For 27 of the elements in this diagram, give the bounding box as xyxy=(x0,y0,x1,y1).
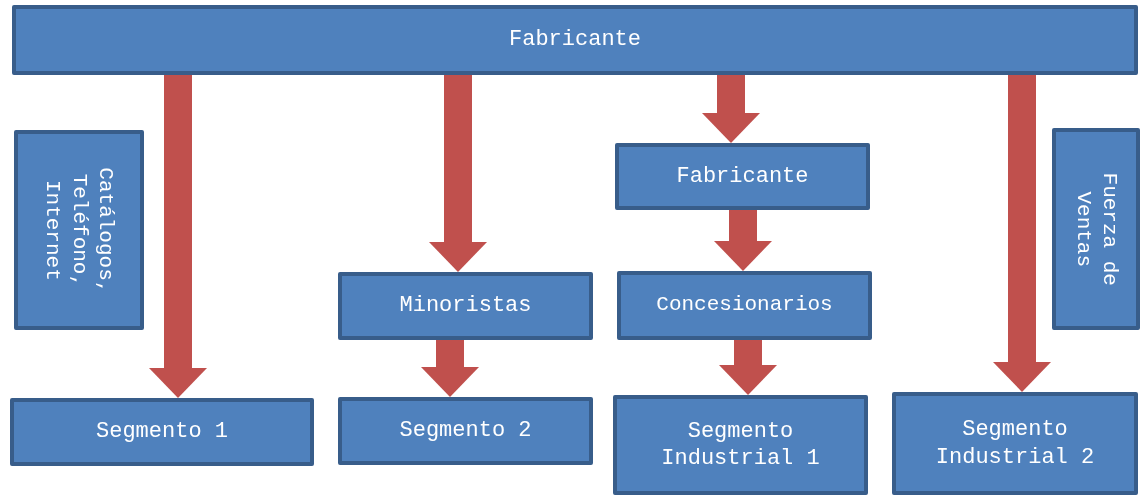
node-label: Catálogos, Teléfono, Internet xyxy=(40,166,119,295)
block-arrow xyxy=(429,75,487,272)
process-box xyxy=(613,395,868,495)
block-arrow xyxy=(702,75,760,143)
node-label: Fabricante xyxy=(509,26,641,54)
node-label: Segmento 2 xyxy=(399,417,532,445)
node-label: Segmento Industrial 1 xyxy=(660,417,821,473)
node-label: Fabricante xyxy=(676,162,809,191)
node-label: Minoristas xyxy=(399,292,532,320)
node-label: Concesionarios xyxy=(656,292,833,319)
node-label: Segmento 1 xyxy=(96,418,228,446)
block-arrow xyxy=(714,210,772,271)
process-box xyxy=(12,5,1138,75)
block-arrow xyxy=(149,75,207,398)
process-box xyxy=(14,130,144,330)
block-arrow xyxy=(719,340,777,395)
process-box xyxy=(338,272,593,340)
process-box xyxy=(617,271,872,340)
process-box xyxy=(1052,128,1140,330)
process-box xyxy=(892,392,1138,495)
node-label: Segmento Industrial 2 xyxy=(934,416,1096,471)
block-arrow xyxy=(993,75,1051,392)
process-box xyxy=(10,398,314,466)
node-label: Fuerza de Ventas xyxy=(1071,171,1123,288)
block-arrow xyxy=(421,340,479,397)
process-box xyxy=(615,143,870,210)
process-box xyxy=(338,397,593,465)
